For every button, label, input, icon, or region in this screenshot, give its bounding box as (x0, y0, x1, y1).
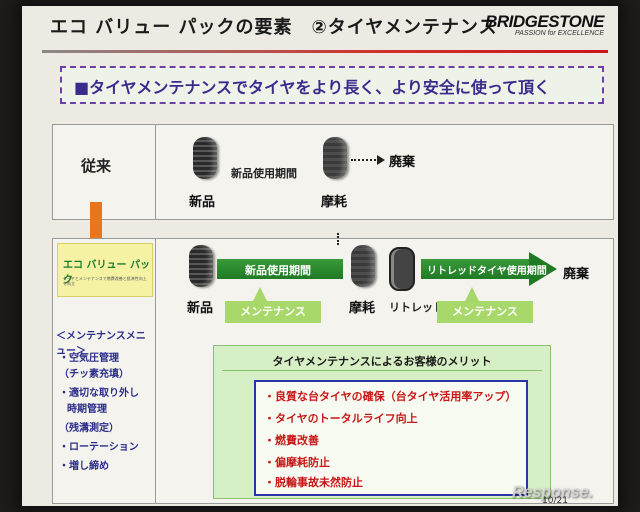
conventional-disposal-label: 廃棄 (389, 155, 416, 170)
eco-retread-period-label: リトレッドタイヤ使用期間 (427, 266, 547, 277)
down-arrow-shaft (90, 202, 102, 242)
slide-title: エコ バリュー パックの要素 ②タイヤメンテナンス (50, 17, 498, 38)
eco-retread-label: リトレッド (389, 301, 444, 314)
eco-worn-label: 摩耗 (349, 301, 376, 316)
watermark-logo: Response. (512, 484, 593, 501)
page-number: 10/21 (542, 496, 568, 506)
maintenance-pointer-icon (465, 287, 479, 301)
retread-period-arrow (421, 259, 531, 279)
menu-item: 時期管理 (67, 404, 107, 415)
merit-item: ・脱輪事故未然防止 (264, 476, 363, 489)
new-period-arrow (217, 259, 343, 279)
eco-new-label: 新品 (187, 301, 214, 316)
eco-badge-subtitle: タイヤとメンテナンスで燃費改善と経済性向上を両立 (63, 276, 147, 286)
menu-item: ・空気圧管理 (59, 353, 119, 364)
merit-item: ・燃費改善 (264, 434, 319, 447)
menu-item: ・適切な取り外し (59, 388, 139, 399)
eco-value-badge: エコ バリュー パック タイヤとメンテナンスで燃費改善と経済性向上を両立 (57, 243, 153, 297)
dotted-arrow-line (351, 159, 379, 161)
retread-tire-icon (389, 247, 415, 291)
brand-logo: BRIDGESTONE PASSION for EXCELLENCE (485, 12, 604, 37)
eco-disposal-label: 廃棄 (563, 267, 590, 282)
dotted-drop-line (337, 233, 339, 245)
menu-item: （チッ素充填） (59, 369, 129, 380)
menu-item: （残溝測定） (59, 423, 119, 434)
conventional-new-label: 新品 (189, 195, 216, 210)
merits-title: タイヤメンテナンスによるお客様のメリット (272, 355, 492, 368)
merits-box: タイヤメンテナンスによるお客様のメリット ・良質な台タイヤの確保（台タイヤ活用率… (213, 345, 551, 499)
presentation-slide: エコ バリュー パックの要素 ②タイヤメンテナンス BRIDGESTONE PA… (22, 6, 618, 506)
maintenance-tag-1: メンテナンス (225, 301, 321, 323)
headline-box: ■タイヤメンテナンスでタイヤをより長く、より安全に使って頂く (60, 66, 604, 104)
menu-item: ・ローテーション (59, 442, 139, 453)
merit-item: ・タイヤのトータルライフ向上 (264, 412, 418, 425)
merit-item: ・良質な台タイヤの確保（台タイヤ活用率アップ） (264, 390, 517, 403)
maintenance-menu-heading: ＜メンテナンスメニュー＞ (56, 331, 146, 357)
brand-tagline: PASSION for EXCELLENCE (515, 30, 604, 37)
new-tire-icon (193, 137, 217, 179)
new-tire-icon (189, 245, 213, 287)
headline-text: ■タイヤメンテナンスでタイヤをより長く、より安全に使って頂く (74, 78, 551, 97)
maintenance-pointer-icon (253, 287, 267, 301)
worn-tire-icon (351, 245, 375, 287)
arrow-right-icon (377, 155, 385, 165)
brand-name: BRIDGESTONE (485, 12, 604, 31)
conventional-label-cell: 従来 (53, 125, 156, 219)
arrow-right-icon (529, 252, 557, 286)
conventional-label: 従来 (81, 157, 112, 175)
conventional-worn-label: 摩耗 (321, 195, 348, 210)
conventional-period-label: 新品使用期間 (231, 167, 297, 180)
eco-value-section: エコ バリュー パック タイヤとメンテナンスで燃費改善と経済性向上を両立 ＜メン… (52, 233, 614, 504)
eco-badge-title: エコ バリュー パック (63, 260, 150, 286)
title-divider (42, 50, 608, 53)
merits-list: ・良質な台タイヤの確保（台タイヤ活用率アップ） ・タイヤのトータルライフ向上 ・… (254, 380, 528, 496)
menu-item: ・増し締め (59, 461, 109, 472)
worn-tire-icon (323, 137, 347, 179)
eco-side-panel: エコ バリュー パック タイヤとメンテナンスで燃費改善と経済性向上を両立 ＜メン… (53, 239, 156, 503)
conventional-section: 従来 新品 新品使用期間 摩耗 廃棄 (52, 124, 614, 220)
eco-period-label: 新品使用期間 (245, 264, 311, 277)
merit-item: ・偏摩耗防止 (264, 456, 330, 469)
merits-divider (222, 370, 542, 371)
maintenance-tag-2: メンテナンス (437, 301, 533, 323)
